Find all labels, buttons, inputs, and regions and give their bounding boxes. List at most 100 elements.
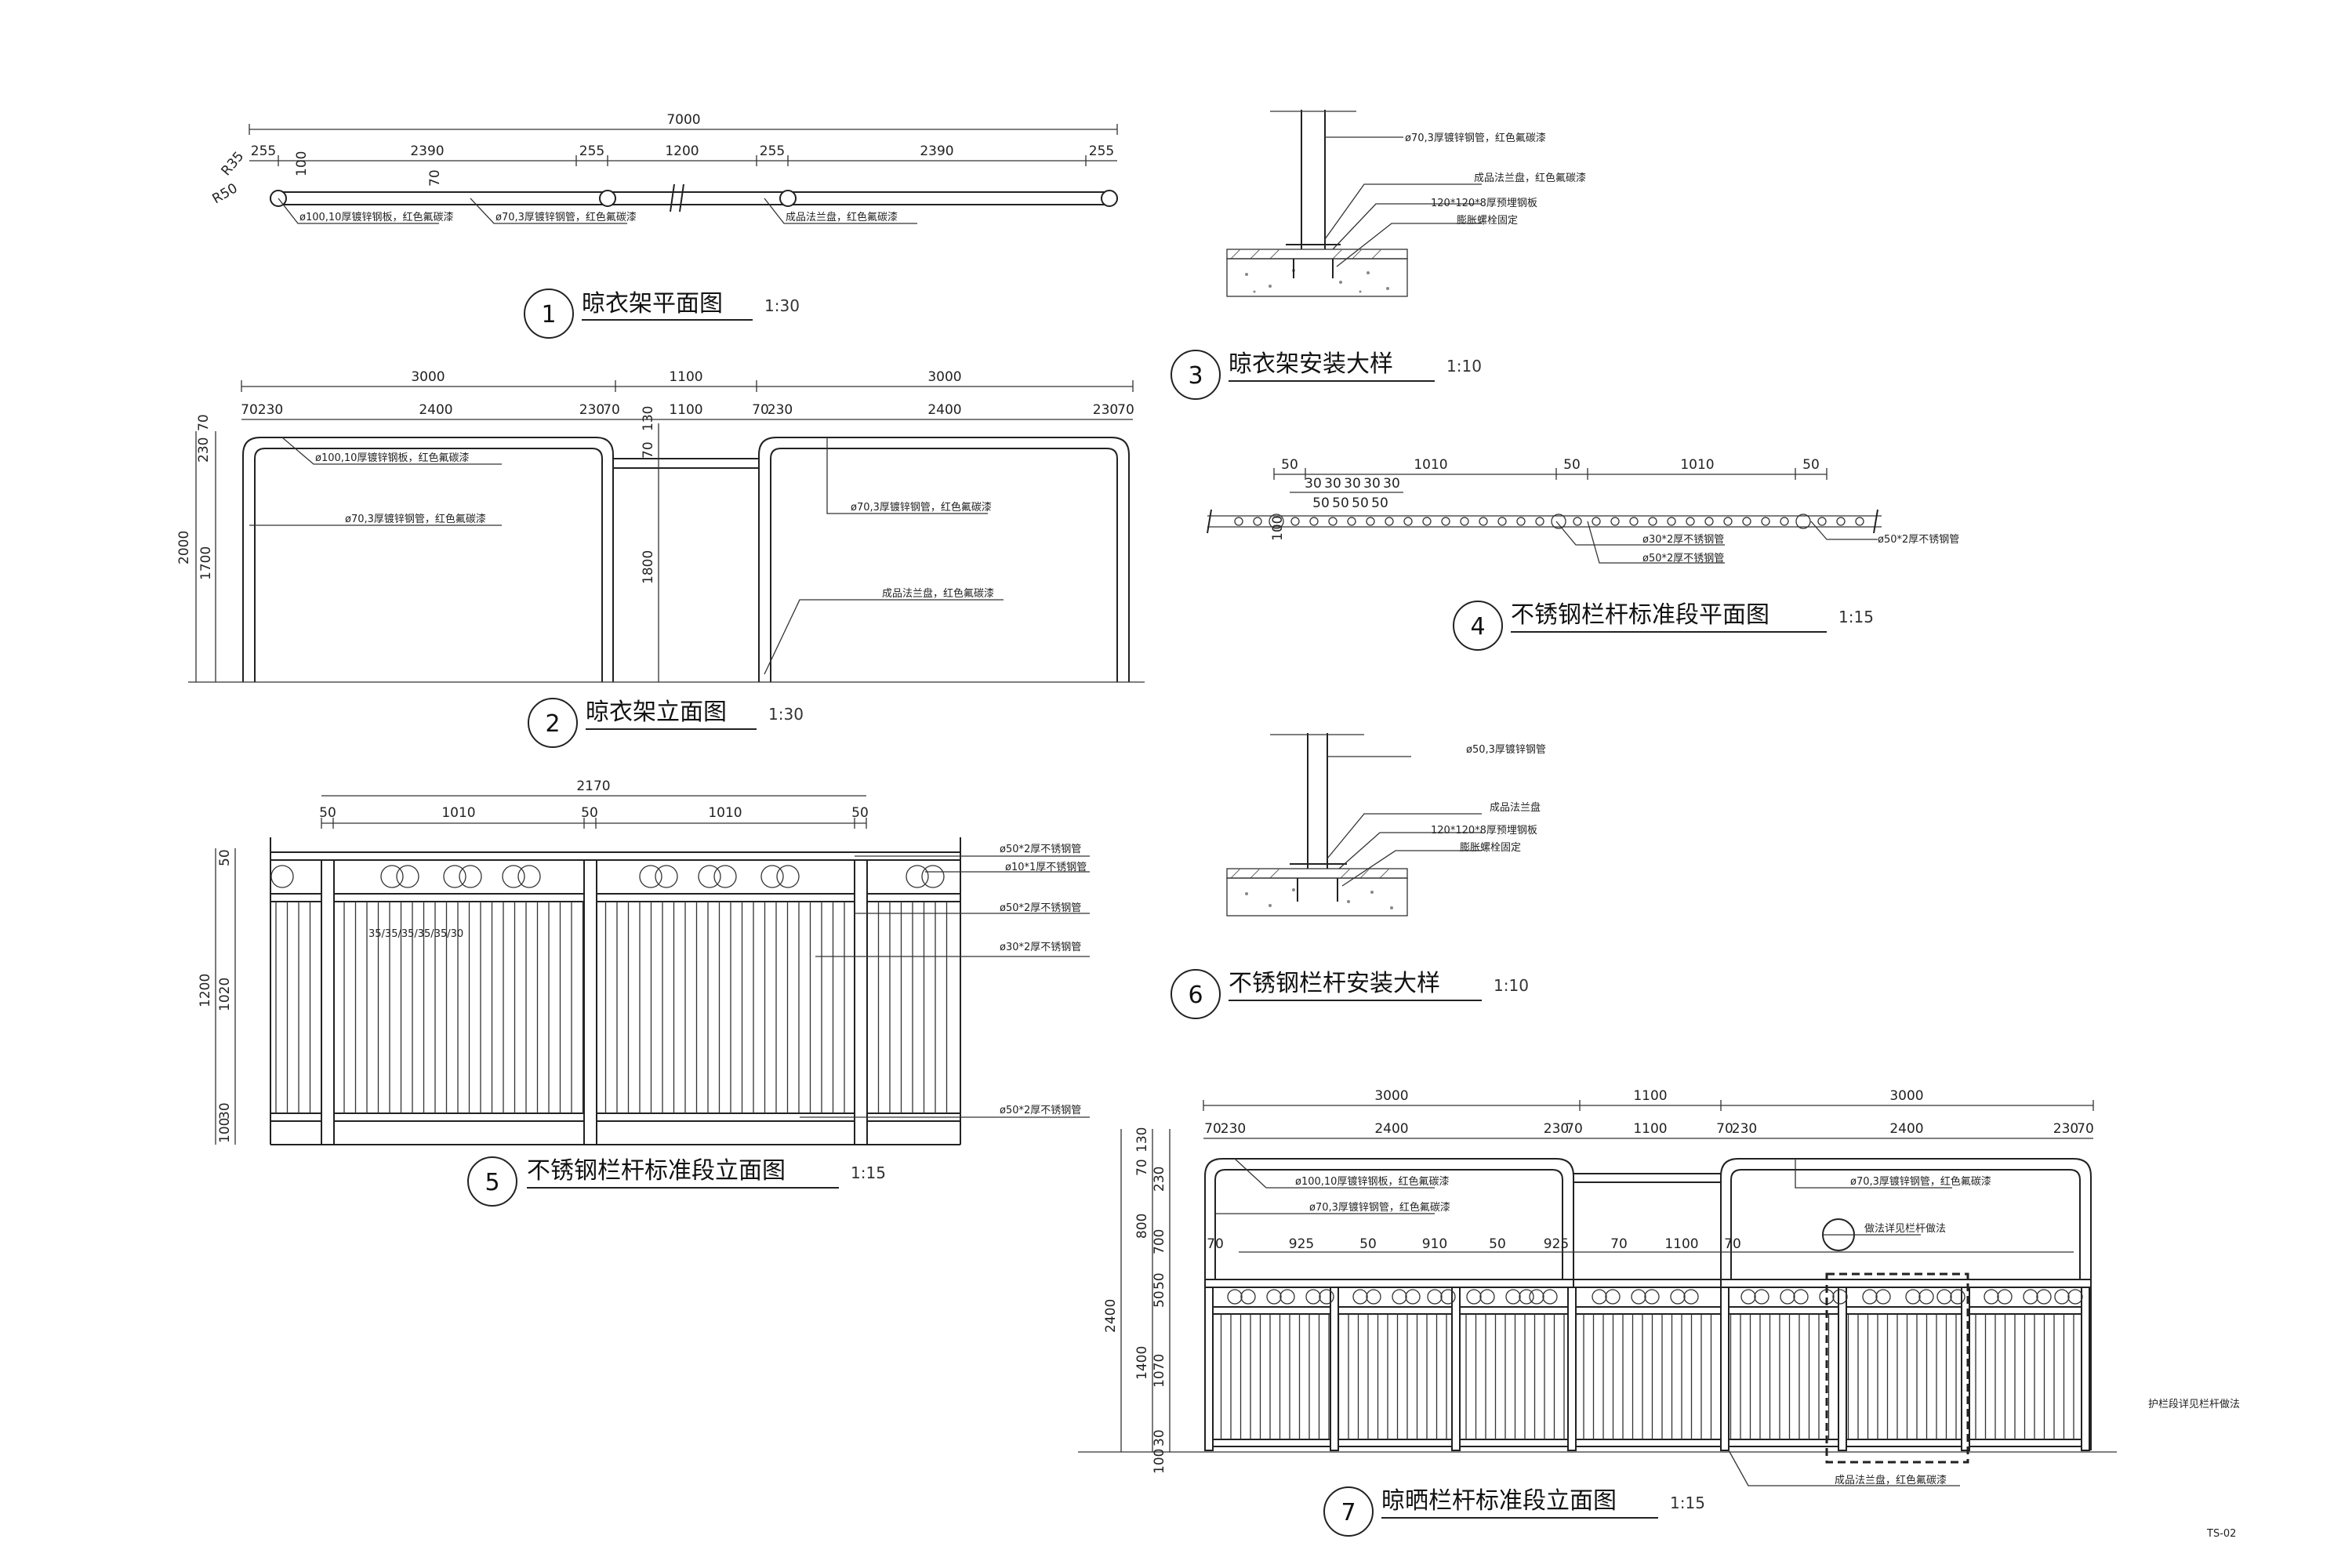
dim-text: 50: [581, 805, 598, 821]
note-text: 膨胀螺栓固定: [1457, 215, 1518, 227]
note-text: 120*120*8厚预埋钢板: [1431, 825, 1537, 837]
decor-ring: [1405, 1289, 1421, 1305]
dim-text: 230: [196, 437, 212, 463]
dim-text: 50: [1312, 495, 1330, 511]
note-text: ø50*2厚不锈钢管: [1000, 902, 1081, 914]
dim-text: 70: [1134, 1159, 1150, 1176]
decor-ring: [1918, 1289, 1934, 1305]
dim-text: 1070: [1152, 1354, 1167, 1388]
dim-text: 255: [1089, 143, 1114, 159]
railing-post: [1451, 1287, 1461, 1451]
decor-ring: [713, 865, 737, 888]
railing-post: [1838, 1287, 1847, 1451]
dim-text: 70: [1724, 1236, 1741, 1252]
decor-ring: [1427, 1289, 1443, 1305]
decor-ring: [1950, 1289, 1965, 1305]
railing-post: [1204, 1287, 1214, 1451]
dim-text: R35: [219, 149, 248, 179]
view-scale: 1:30: [768, 705, 804, 724]
decor-ring: [1793, 1289, 1809, 1305]
decor-ring: [1240, 1289, 1256, 1305]
decor-ring: [380, 865, 404, 888]
dim-text: 70: [603, 402, 620, 418]
dim-text: 1100: [669, 402, 702, 418]
dim-text: 50: [1802, 457, 1820, 473]
view-6-install-detail: ø50,3厚镀锌钢管 成品法兰盘 120*120*8厚预埋钢板 膨胀螺栓固定 6…: [1171, 733, 1546, 1019]
railing-hole: [1269, 514, 1284, 529]
dim-text: 2400: [1103, 1299, 1119, 1333]
decor-ring: [1683, 1289, 1699, 1305]
view-title: 不锈钢栏杆标准段立面图: [527, 1157, 786, 1185]
decor-ring: [776, 865, 800, 888]
railing-hole: [1290, 517, 1300, 526]
decor-ring: [1905, 1289, 1921, 1305]
railing-hole: [1441, 517, 1450, 526]
decor-ring: [1479, 1289, 1495, 1305]
view-2-elevation: 3000 1100 3000 70 230 2400 230 70 1100 7…: [176, 369, 1145, 748]
dim-text: 1010: [708, 805, 742, 821]
dim-text: 30: [1383, 476, 1400, 492]
decor-ring: [1592, 1289, 1607, 1305]
view-title: 晾晒栏杆标准段立面图: [1381, 1487, 1617, 1515]
railing-hole: [1516, 517, 1526, 526]
note-text: ø70,3厚镀锌钢管，红色氟碳漆: [495, 211, 637, 223]
dim-text: 230: [579, 402, 604, 418]
dim-text: 100: [1152, 1449, 1167, 1474]
railing-hole: [1253, 517, 1262, 526]
view-title: 不锈钢栏杆标准段平面图: [1511, 601, 1769, 629]
dim-text: 1200: [665, 143, 699, 159]
note-text: 成品法兰盘，红色氟碳漆: [1474, 172, 1586, 184]
decor-ring: [1266, 1289, 1282, 1305]
dim-text: 70: [241, 402, 258, 418]
decor-ring: [1529, 1289, 1544, 1305]
dim-text: 30: [1152, 1429, 1167, 1446]
note-text: ø100,10厚镀锌钢板，红色氟碳漆: [299, 211, 453, 223]
decor-ring: [2067, 1289, 2083, 1305]
railing-post: [1961, 1287, 1970, 1451]
decor-ring: [1754, 1289, 1769, 1305]
dim-text: 70: [196, 414, 212, 431]
decor-ring: [1862, 1289, 1878, 1305]
dim-text: 230: [258, 402, 283, 418]
dim-text: 1200: [198, 974, 213, 1007]
dim-text: 70: [752, 402, 769, 418]
railing-hole: [1347, 517, 1356, 526]
note-text: ø50*2厚不锈钢管: [1000, 844, 1081, 855]
dim-text: 230: [1221, 1121, 1246, 1137]
decor-ring: [2054, 1289, 2070, 1305]
dim-text: 30: [1344, 476, 1361, 492]
railing-hole: [1460, 517, 1469, 526]
view-4-railing-plan: 50 1010 50 1010 50 30 30 30 30 30 50 50 …: [1207, 457, 1959, 651]
decor-ring: [760, 865, 784, 888]
view-scale: 1:10: [1494, 976, 1529, 995]
dim-text: 1100: [669, 369, 702, 385]
dim-text: 1400: [1134, 1346, 1150, 1380]
note-text: ø70,3厚镀锌钢管，红色氟碳漆: [1405, 132, 1546, 144]
decor-ring: [639, 865, 662, 888]
view-number: 7: [1341, 1499, 1356, 1526]
decor-ring: [459, 865, 482, 888]
dim-text: 230: [768, 402, 793, 418]
decor-ring: [1670, 1289, 1686, 1305]
railing-post: [2081, 1287, 2090, 1451]
dim-text: 130: [641, 406, 656, 431]
railing-hole: [1648, 517, 1657, 526]
note-text: ø30*2厚不锈钢管: [1000, 942, 1081, 953]
note-text: ø50*2厚不锈钢管: [1878, 534, 1959, 546]
decor-ring: [1440, 1289, 1456, 1305]
dim-text: 230: [2053, 1121, 2078, 1137]
view-scale: 1:15: [1670, 1494, 1705, 1512]
decor-ring: [1997, 1289, 2013, 1305]
railing-post: [1567, 1287, 1577, 1451]
railing-hole: [1629, 517, 1639, 526]
dim-text: 3000: [1374, 1088, 1408, 1104]
dim-text: 910: [1422, 1236, 1447, 1252]
decor-ring: [1984, 1289, 1999, 1305]
dim-text: 70: [641, 441, 656, 459]
dim-text: 230: [1093, 402, 1118, 418]
dim-text: 30: [1305, 476, 1322, 492]
dim-text: 1020: [217, 978, 233, 1011]
decor-ring: [1366, 1289, 1381, 1305]
dim-text: 3000: [1889, 1088, 1923, 1104]
decor-ring: [1631, 1289, 1646, 1305]
